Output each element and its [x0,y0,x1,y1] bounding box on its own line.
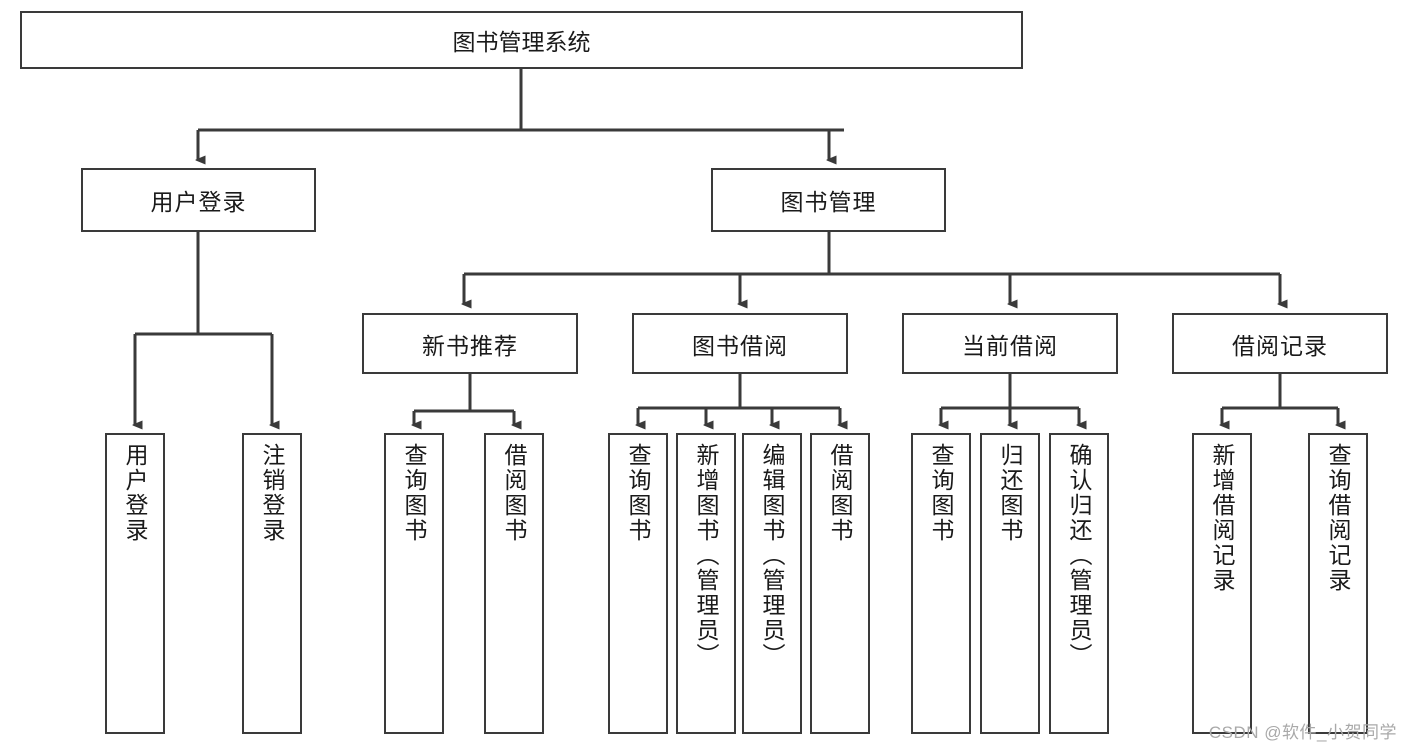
leaf-edit-book[interactable]: 编辑图书（管理员） [742,433,802,734]
leaf-query-book-2-label: 查询图书 [625,443,652,543]
leaf-query-book-1[interactable]: 查询图书 [384,433,444,734]
leaf-add-book-label: 新增图书（管理员） [693,443,720,668]
node-root-system[interactable]: 图书管理系统 [20,11,1023,69]
node-current-borrow[interactable]: 当前借阅 [902,313,1118,374]
node-current-borrow-label: 当前借阅 [962,332,1058,359]
leaf-query-book-3-label: 查询图书 [928,443,955,543]
leaf-borrow-book-1-label: 借阅图书 [501,443,528,543]
leaf-borrow-book-2[interactable]: 借阅图书 [810,433,870,734]
node-book-manage-label: 图书管理 [780,189,877,215]
leaf-user-login-label: 用户登录 [122,443,149,543]
leaf-query-book-2[interactable]: 查询图书 [608,433,668,734]
node-book-borrow[interactable]: 图书借阅 [632,313,848,374]
leaf-logout-login-label: 注销登录 [259,443,286,543]
leaf-query-book-3[interactable]: 查询图书 [911,433,971,734]
node-new-book-recommend[interactable]: 新书推荐 [362,313,578,374]
leaf-user-login[interactable]: 用户登录 [105,433,165,734]
leaf-add-record-label: 新增借阅记录 [1209,443,1236,593]
leaf-add-book[interactable]: 新增图书（管理员） [676,433,736,734]
node-root-label: 图书管理系统 [452,29,591,55]
node-book-borrow-label: 图书借阅 [692,332,788,359]
leaf-query-book-1-label: 查询图书 [401,443,428,543]
leaf-return-book-label: 归还图书 [997,443,1024,543]
node-book-manage[interactable]: 图书管理 [711,168,946,232]
leaf-confirm-return-label: 确认归还（管理员） [1066,443,1093,668]
leaf-query-record-label: 查询借阅记录 [1325,443,1352,593]
leaf-return-book[interactable]: 归还图书 [980,433,1040,734]
leaf-add-record[interactable]: 新增借阅记录 [1192,433,1252,734]
node-user-login-label: 用户登录 [150,189,247,215]
leaf-logout-login[interactable]: 注销登录 [242,433,302,734]
leaf-query-record[interactable]: 查询借阅记录 [1308,433,1368,734]
leaf-borrow-book-1[interactable]: 借阅图书 [484,433,544,734]
node-new-book-recommend-label: 新书推荐 [422,332,518,359]
csdn-watermark: CSDN @软件_小贺同学 [1208,723,1397,742]
leaf-borrow-book-2-label: 借阅图书 [827,443,854,543]
node-borrow-record[interactable]: 借阅记录 [1172,313,1388,374]
node-borrow-record-label: 借阅记录 [1232,332,1328,359]
node-user-login[interactable]: 用户登录 [81,168,316,232]
leaf-confirm-return[interactable]: 确认归还（管理员） [1049,433,1109,734]
leaf-edit-book-label: 编辑图书（管理员） [759,443,786,668]
